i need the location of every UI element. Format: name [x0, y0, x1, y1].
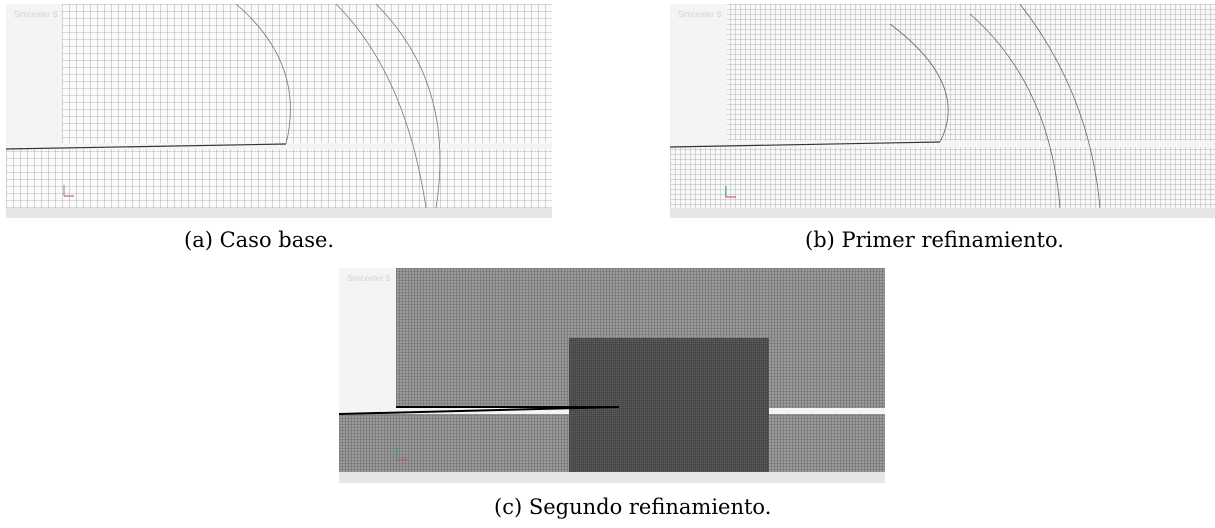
axis-triad-icon — [396, 449, 407, 461]
mesh-image-b: Simcenter S — [670, 4, 1215, 218]
axis-triad-icon — [725, 186, 736, 198]
mesh-svg-b — [670, 4, 1215, 218]
bottom-bar — [6, 208, 552, 218]
mesh-distortion — [235, 4, 441, 209]
caption-b: (b) Primer refinamiento. — [805, 228, 1064, 252]
caption-c: (c) Segundo refinamiento. — [494, 495, 772, 519]
mesh-svg-c — [339, 268, 885, 483]
lower-mesh-region — [6, 149, 552, 208]
plate-wall — [6, 143, 287, 150]
mesh-svg-a — [6, 4, 552, 218]
mesh-image-a: Simcenter S — [6, 4, 552, 218]
axis-triad-icon — [63, 185, 74, 197]
caption-a: (a) Caso base. — [184, 228, 335, 252]
refined-mesh-block — [569, 338, 769, 472]
bottom-bar — [339, 472, 885, 483]
plate-wall — [339, 406, 620, 415]
mesh-distortion — [889, 4, 1101, 209]
watermark-text: Simcenter S — [678, 10, 722, 19]
bottom-bar — [670, 208, 1215, 218]
upper-mesh-region — [62, 4, 552, 143]
watermark-text: Simcenter S — [347, 274, 391, 283]
watermark-text: Simcenter S — [14, 10, 58, 19]
mesh-image-c: Simcenter S — [339, 268, 885, 483]
upper-mesh-region — [727, 4, 1215, 141]
lower-mesh-region — [670, 147, 1215, 208]
plate-wall — [670, 141, 941, 148]
